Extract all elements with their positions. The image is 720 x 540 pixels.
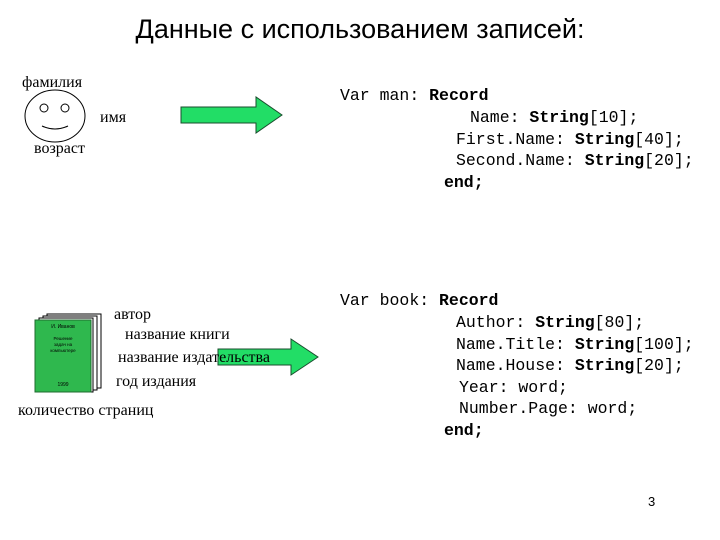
label-pages: количество страниц	[18, 402, 154, 419]
code-line: Name: String[10];	[470, 107, 638, 129]
book-stack-image: И. Иванов Решение задач на компьютере 19…	[33, 312, 103, 393]
code-text: [20];	[644, 151, 694, 170]
code-line: Author: String[80];	[456, 312, 644, 334]
label-age: возраст	[34, 140, 85, 157]
code-line: end;	[444, 173, 484, 192]
code-keyword: Var	[340, 86, 370, 105]
arrow-right-icon	[180, 96, 283, 134]
code-line: Name.Title: String[100];	[456, 334, 694, 356]
code-keyword: String	[574, 335, 635, 354]
code-keyword: String	[574, 130, 635, 149]
code-line: Second.Name: String[20];	[456, 150, 694, 172]
code-keyword: String	[529, 108, 589, 127]
code-line: Var man: Record	[340, 85, 489, 107]
code-text: Author:	[456, 313, 536, 332]
page-number: 3	[648, 494, 656, 509]
code-line: Var book: Record	[340, 290, 498, 312]
label-surname: фамилия	[22, 74, 83, 91]
code-line: Name.House: String[20];	[456, 355, 684, 377]
label-name: имя	[100, 109, 127, 126]
book-cover-author: И. Иванов	[51, 324, 75, 330]
code-line: First.Name: String[40];	[456, 129, 684, 151]
code-text: book:	[369, 291, 440, 310]
book-cover-year: 1999	[57, 382, 69, 388]
code-line: end;	[444, 421, 484, 440]
label-author: автор	[114, 306, 152, 323]
code-text: Name.Title:	[456, 335, 575, 354]
code-text: Name.House:	[456, 356, 575, 375]
book-icon	[34, 313, 102, 393]
code-text: Second.Name:	[456, 151, 585, 170]
arrow-right-icon	[217, 338, 319, 376]
label-year: год издания	[116, 373, 197, 390]
code-keyword: Var	[340, 291, 370, 310]
code-text: [10];	[588, 108, 639, 127]
label-publisher: название издательства	[118, 349, 270, 366]
code-text: [100];	[634, 335, 694, 354]
book-cover-title-2: задач на	[53, 342, 73, 347]
code-line: Year: word;	[459, 378, 568, 397]
code-text: Name:	[470, 108, 530, 127]
smiley-face-icon	[24, 89, 86, 143]
book-cover-title-3: компьютере	[50, 348, 76, 353]
book-cover-title-1: Решение	[53, 336, 73, 341]
code-line: Number.Page: word;	[459, 399, 638, 418]
code-text: man:	[369, 86, 430, 105]
code-keyword: Record	[439, 291, 499, 310]
code-text: [40];	[634, 130, 684, 149]
code-keyword: String	[574, 356, 635, 375]
code-keyword: String	[584, 151, 645, 170]
code-text: [80];	[594, 313, 645, 332]
code-text: [20];	[634, 356, 684, 375]
code-keyword: Record	[429, 86, 489, 105]
slide-title: Данные с использованием записей:	[135, 14, 585, 44]
code-text: First.Name:	[456, 130, 575, 149]
label-book-title: название книги	[125, 326, 230, 343]
code-keyword: String	[535, 313, 595, 332]
